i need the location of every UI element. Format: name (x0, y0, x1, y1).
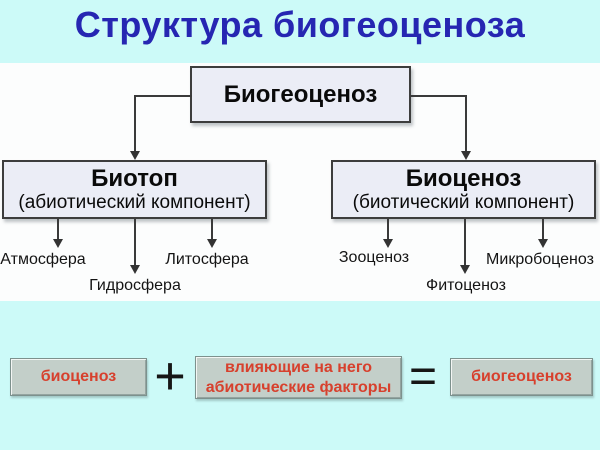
label-microbocenosis: Микробоценоз (486, 251, 594, 268)
node-biogeocenosis: Биогеоценоз (190, 66, 411, 123)
arrow-microbocenosis-line (542, 219, 544, 239)
arrow-atmosphere-line (57, 219, 59, 239)
arrow-phytocenosis-line (464, 219, 466, 265)
node-biocenosis-name: Биоценоз (405, 164, 522, 192)
equation-result-label: биогеоценоз (471, 368, 572, 385)
equation-term-factors-line1: влияющие на него (224, 358, 373, 376)
flowchart-panel: Биогеоценоз Биотоп (абиотический компоне… (0, 63, 600, 301)
equation-term-biocenosis: биоценоз (10, 358, 147, 396)
equation-term-factors-line2: абиотические факторы (205, 378, 392, 396)
node-biocenosis: Биоценоз (биотический компонент) (331, 160, 596, 219)
label-lithosphere: Литосфера (165, 251, 249, 268)
label-phytocenosis: Фитоценоз (426, 277, 506, 294)
connector-root-right-horizontal (410, 95, 467, 97)
node-biotope: Биотоп (абиотический компонент) (2, 160, 267, 219)
arrow-atmosphere-head (53, 239, 63, 248)
arrow-phytocenosis-head (460, 265, 470, 274)
connector-root-left-horizontal (135, 95, 192, 97)
node-biogeocenosis-label: Биогеоценоз (223, 80, 378, 108)
equals-operator: = (408, 349, 438, 403)
node-biocenosis-qualifier: (биотический компонент) (352, 192, 575, 214)
arrow-microbocenosis-head (538, 239, 548, 248)
arrow-zoocenosis-line (387, 219, 389, 239)
equation-term-biocenosis-label: биоценоз (40, 368, 117, 385)
arrow-hydrosphere-line (134, 219, 136, 265)
equation-result-biogeocenosis: биогеоценоз (450, 358, 593, 396)
arrowhead-root-right (461, 151, 471, 160)
connector-root-right-vertical (465, 95, 467, 152)
connector-root-left-vertical (134, 95, 136, 152)
arrow-zoocenosis-head (383, 239, 393, 248)
node-biotope-name: Биотоп (91, 164, 178, 192)
arrow-lithosphere-line (211, 219, 213, 239)
arrowhead-root-left (130, 151, 140, 160)
label-zoocenosis: Зооценоз (338, 249, 410, 266)
equation-term-factors: влияющие на него абиотические факторы (195, 356, 402, 399)
label-hydrosphere: Гидросфера (89, 277, 181, 294)
arrow-hydrosphere-head (130, 265, 140, 274)
node-biotope-qualifier: (абиотический компонент) (18, 192, 251, 214)
arrow-lithosphere-head (207, 239, 217, 248)
label-atmosphere: Атмосфера (0, 251, 86, 268)
slide-title: Структура биогеоценоза (74, 4, 526, 45)
plus-operator: + (154, 346, 186, 406)
